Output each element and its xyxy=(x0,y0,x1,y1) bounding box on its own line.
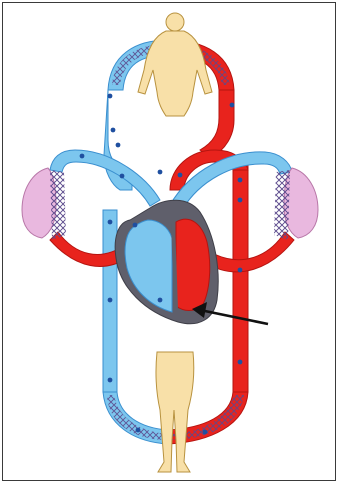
aorta-upper xyxy=(200,90,234,158)
upper-body-figure xyxy=(138,13,212,116)
blood-cell-dot xyxy=(158,298,163,303)
left-lung-capillaries xyxy=(50,170,66,240)
blood-cell-dot xyxy=(178,173,183,178)
blood-cell-dot xyxy=(116,143,121,148)
blood-cell-dot xyxy=(80,154,85,159)
lower-figure-legs xyxy=(156,352,194,472)
blood-cell-dot xyxy=(108,298,113,303)
lower-body-figure xyxy=(156,352,194,472)
blood-cell-dot xyxy=(238,178,243,183)
blood-cell-dot xyxy=(238,268,243,273)
blood-cell-dot xyxy=(158,170,163,175)
blood-cell-dot xyxy=(108,220,113,225)
right-lung-group xyxy=(274,168,318,240)
blood-cell-dot xyxy=(108,378,113,383)
blood-cell-dot xyxy=(230,103,235,108)
blood-cell-dot xyxy=(203,430,208,435)
pulmonary-artery-left xyxy=(50,150,160,206)
blood-cell-dot xyxy=(136,428,141,433)
upper-figure-head xyxy=(166,13,184,31)
blood-cell-dot xyxy=(133,223,138,228)
blood-cell-dot xyxy=(120,174,125,179)
blood-cell-dot xyxy=(238,360,243,365)
left-lung-group xyxy=(22,168,66,240)
blood-cell-dot xyxy=(111,128,116,133)
right-heart-chambers xyxy=(125,220,172,312)
blood-cell-dot xyxy=(238,198,243,203)
right-lung-capillaries xyxy=(274,170,290,240)
blood-cell-dot xyxy=(108,94,113,99)
